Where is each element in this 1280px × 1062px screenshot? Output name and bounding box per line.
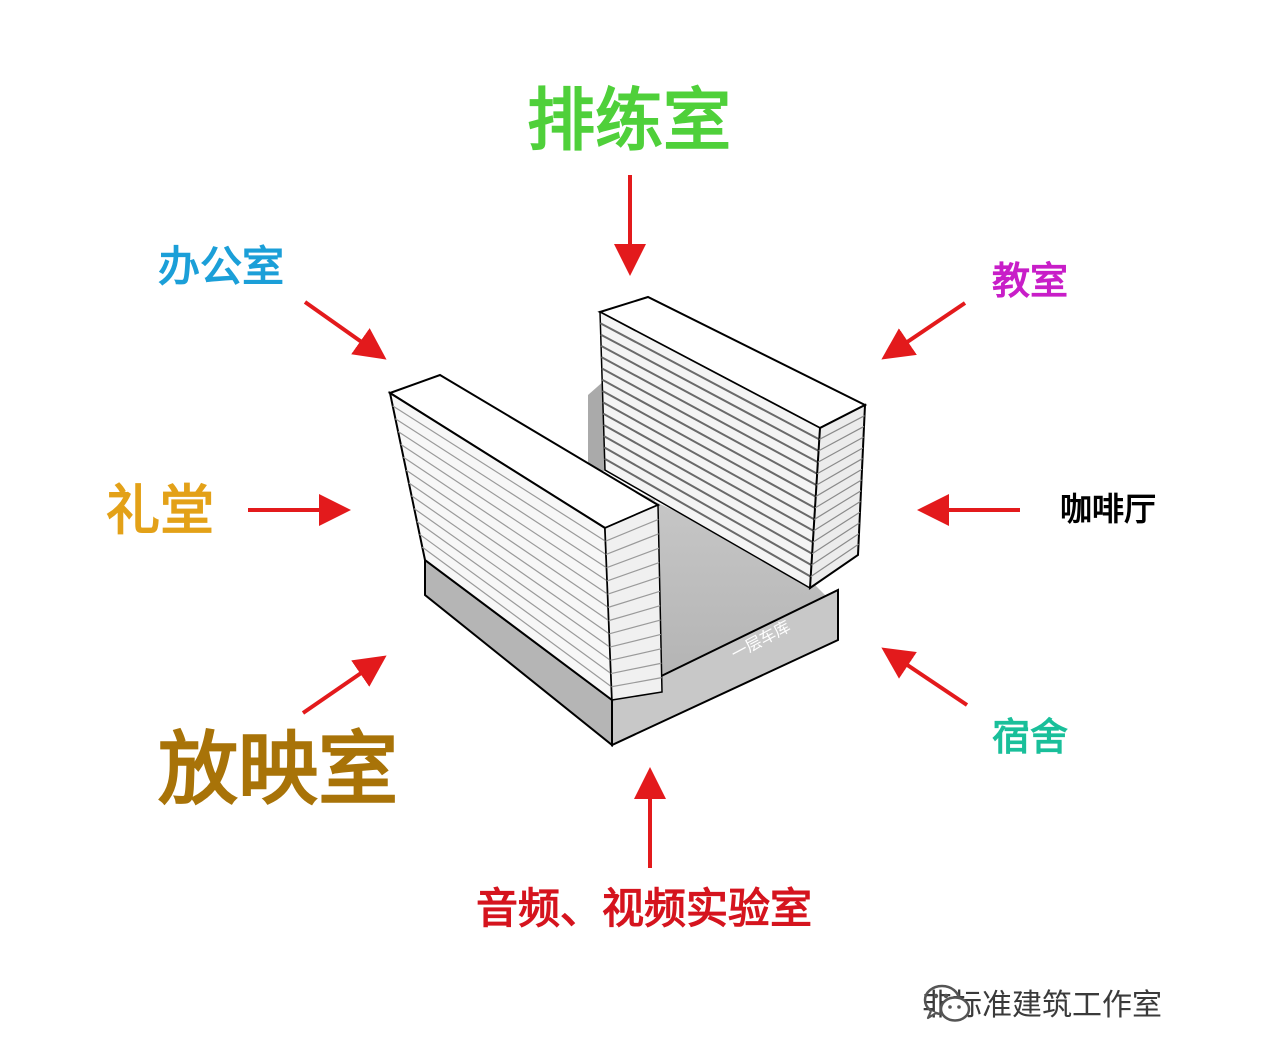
floor-line xyxy=(419,533,612,675)
louver-line xyxy=(601,378,817,498)
floor-line xyxy=(605,518,659,542)
louver-line xyxy=(600,356,818,475)
wechat-icon xyxy=(923,984,971,1022)
floor-line xyxy=(609,633,661,648)
floor-line xyxy=(611,677,662,688)
floor-line xyxy=(400,443,608,582)
arrow-dorm xyxy=(881,647,969,707)
floor-line xyxy=(606,547,660,569)
louver-line xyxy=(604,457,812,578)
floor-line xyxy=(392,405,606,542)
louver-line xyxy=(602,401,815,521)
label-office: 办公室 xyxy=(158,242,285,291)
floor-line xyxy=(816,458,863,486)
front-block-floor-lines xyxy=(392,405,612,688)
back-block-louvers xyxy=(599,322,820,578)
louver-line xyxy=(600,333,820,452)
courtyard xyxy=(588,380,830,690)
louver-line xyxy=(599,322,820,441)
floor-line xyxy=(397,431,607,569)
floor-line xyxy=(606,561,660,582)
floor-line xyxy=(610,662,662,675)
floor-line xyxy=(815,468,863,498)
louver-line xyxy=(601,367,817,487)
label-cafe: 咖啡厅 xyxy=(1060,490,1157,528)
floor-line xyxy=(811,522,860,555)
floor-line xyxy=(609,619,661,635)
floor-line xyxy=(814,479,862,509)
louver-line xyxy=(602,390,816,509)
back-block-floor-lines xyxy=(810,415,865,578)
floor-line xyxy=(413,508,611,648)
label-av-lab: 音频、视频实验室 xyxy=(476,884,813,933)
watermark: 非标准建筑工作室 xyxy=(922,982,1162,1030)
floor-line xyxy=(405,469,609,608)
floor-line xyxy=(403,456,609,595)
front-block-end-lines xyxy=(605,518,662,688)
floor-line xyxy=(610,648,662,661)
floor-line xyxy=(605,533,659,556)
louver-line xyxy=(602,412,815,532)
floor-line xyxy=(813,500,861,532)
floor-line xyxy=(813,490,862,520)
floor-line xyxy=(607,576,660,595)
floor-line xyxy=(416,520,611,661)
floor-line xyxy=(421,546,612,688)
floor-line xyxy=(817,436,864,463)
louver-line xyxy=(603,423,814,544)
louver-line xyxy=(600,344,819,464)
floor-line xyxy=(608,605,661,622)
louver-line xyxy=(603,435,813,555)
label-rehearsal-room: 排练室 xyxy=(527,82,732,161)
arrow-office xyxy=(303,300,387,360)
label-dormitory: 宿舍 xyxy=(992,715,1069,759)
floor-line xyxy=(812,511,861,543)
floor-line xyxy=(608,590,661,608)
label-screening-room: 放映室 xyxy=(158,723,398,816)
label-classroom: 教室 xyxy=(992,259,1069,303)
front-block xyxy=(387,373,663,703)
floor-line xyxy=(818,425,865,452)
floor-line xyxy=(395,418,607,555)
label-auditorium: 礼堂 xyxy=(106,479,214,542)
floor-line xyxy=(408,482,610,622)
floor-line xyxy=(811,533,860,566)
floor-line xyxy=(411,495,610,635)
floor-line xyxy=(810,543,859,578)
ground-plinth xyxy=(424,558,839,748)
arrow-screening xyxy=(301,655,387,715)
arrows xyxy=(248,175,1020,868)
back-block xyxy=(597,295,868,590)
floor-line xyxy=(819,415,865,440)
arrow-classroom xyxy=(881,301,967,360)
louver-line xyxy=(603,446,812,567)
floor-line xyxy=(816,447,864,475)
